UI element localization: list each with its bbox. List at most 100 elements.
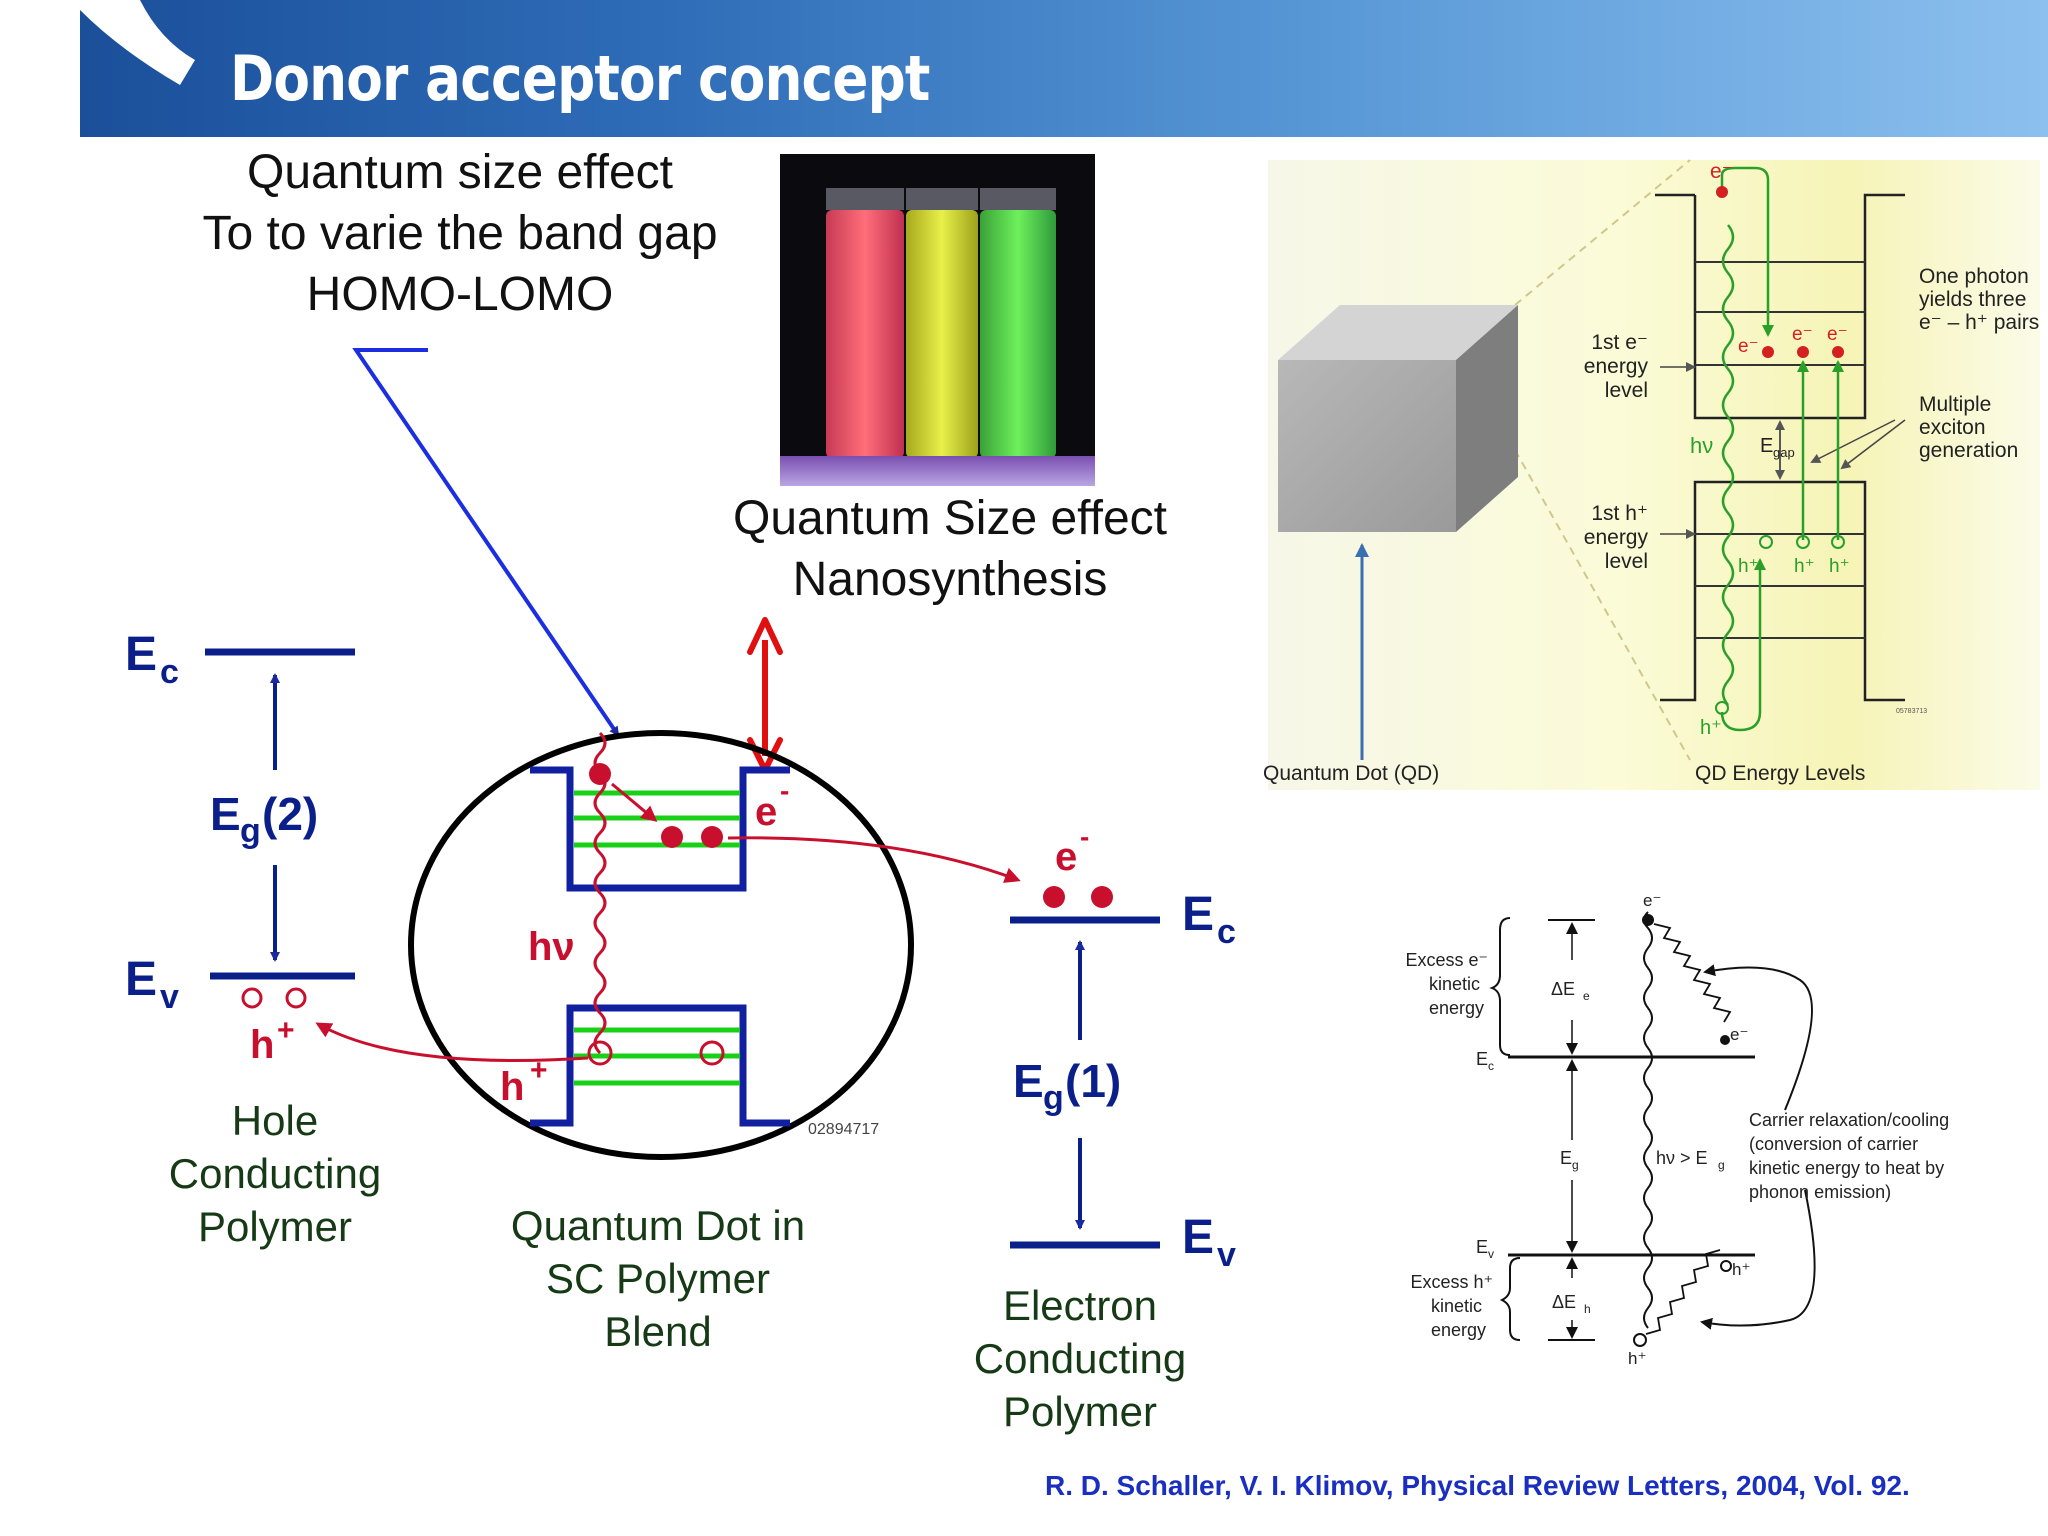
relax-hv-gt-sub: g [1718,1158,1725,1172]
delta-eh-sub: h [1584,1302,1591,1316]
electron-polymer-line2: Conducting [974,1335,1186,1382]
excess-h-line2: kinetic [1431,1296,1482,1316]
first-e-line1: 1st e⁻ [1591,331,1648,354]
qd-e1: e⁻ [1738,336,1759,357]
qd-code: 05783713 [1896,708,1927,715]
relax-ec: E [1476,1049,1488,1069]
ev-right: E [1182,1211,1214,1264]
mid-note-line1: Quantum Size effect [732,492,1167,545]
dot-code: 02894717 [808,1121,879,1138]
ev-left: E [125,953,157,1006]
eg2-suffix: (2) [262,788,318,840]
one-photon-line1: One photon [1919,265,2029,288]
top-note: Quantum size effect To to varie the band… [160,142,760,325]
mid-note-line2: Nanosynthesis [792,553,1108,606]
relax-h-side: h⁺ [1732,1260,1750,1279]
relax-text-line2: (conversion of carrier [1749,1134,1918,1154]
excess-h-line1: Excess h⁺ [1410,1272,1493,1292]
eg2-sub: g [240,812,261,850]
relax-ev: E [1476,1237,1488,1257]
first-e-line2: energy [1584,355,1649,378]
top-note-line2: To to varie the band gap [202,207,718,260]
eg2-label: E [210,788,241,840]
excess-e-line1: Excess e⁻ [1405,950,1488,970]
qd-hv: hν [1690,433,1713,458]
eg1-sub: g [1043,1079,1064,1117]
eg1-suffix: (1) [1065,1055,1121,1107]
excess-e-line2: kinetic [1429,974,1480,994]
relax-e-side: e⁻ [1730,1025,1748,1044]
relax-e-top: e⁻ [1643,891,1661,910]
header-swoosh [80,0,195,85]
qd-h3: h⁺ [1829,556,1850,577]
one-photon-line2: yields three [1919,288,2026,311]
delta-eh: ΔE [1552,1292,1576,1312]
qd-h2: h⁺ [1794,556,1815,577]
one-photon-line3: e⁻ – h⁺ pairs [1919,311,2039,334]
mult-exciton-line1: Multiple [1919,393,1991,416]
qd-diagram-labels: One photon yields three e⁻ – h⁺ pairs Mu… [1263,160,2039,785]
svg-text:-: - [780,775,789,806]
hole-polymer-line3: Polymer [198,1203,352,1250]
qd-egap-sub: gap [1773,445,1795,460]
dot-label-line1: Quantum Dot in [511,1202,805,1249]
relax-ec-sub: c [1488,1059,1494,1073]
qd-e2: e⁻ [1792,324,1813,345]
electron-polymer-line1: Electron [1003,1282,1157,1329]
dot-label-line3: Blend [604,1308,711,1355]
svg-text:-: - [1080,821,1089,852]
svg-text:+: + [530,1054,548,1087]
relax-text-line1: Carrier relaxation/cooling [1749,1110,1949,1130]
excess-e-line3: energy [1429,998,1484,1018]
qd-e3: e⁻ [1827,324,1848,345]
hole-polymer-line1: Hole [232,1097,318,1144]
qd-egap: E [1760,435,1773,457]
left-diagram-labels: E c E g (2) E v h + Hole Conducting Poly… [125,628,1236,1435]
mult-exciton-line2: exciton [1919,416,1986,439]
top-note-line1: Quantum size effect [247,146,673,199]
dot-h-plus: h [500,1065,524,1109]
qd-h1: h⁺ [1738,556,1759,577]
qd-e-top: e⁻ [1710,160,1733,183]
ec-right-sub: c [1217,913,1236,951]
dot-hv: hν [528,925,575,969]
first-e-line3: level [1605,379,1648,402]
delta-ee-sub: e [1583,989,1590,1003]
dot-e-minus: e [755,790,777,834]
qd-levels-caption: QD Energy Levels [1695,762,1865,785]
relax-text-line4: phonon emission) [1749,1182,1891,1202]
header-bar [80,0,2048,137]
mult-exciton-line3: generation [1919,439,2018,462]
h-plus-left: h [250,1023,274,1067]
ev-left-sub: v [160,978,179,1016]
eg1-label: E [1013,1055,1044,1107]
ec-right: E [1182,888,1214,941]
top-note-line3: HOMO-LOMO [306,268,614,321]
e-minus-right: e [1055,835,1077,879]
excess-h-line3: energy [1431,1320,1486,1340]
citation: R. D. Schaller, V. I. Klimov, Physical R… [1045,1470,1910,1501]
electron-polymer-line3: Polymer [1003,1388,1157,1435]
ec-left: E [125,628,157,681]
page-title: Donor acceptor concept [230,42,930,115]
ev-right-sub: v [1217,1236,1236,1274]
relax-hv-gt: hν > E [1656,1148,1708,1168]
mid-note: Quantum Size effect Nanosynthesis [700,488,1200,610]
first-h-line2: energy [1584,526,1649,549]
relax-ev-sub: v [1488,1247,1494,1261]
hole-polymer-line2: Conducting [169,1150,381,1197]
relax-text-line3: kinetic energy to heat by [1749,1158,1944,1178]
qd-caption: Quantum Dot (QD) [1263,762,1439,785]
svg-text:+: + [277,1014,295,1047]
delta-ee: ΔE [1551,979,1575,999]
ec-left-sub: c [160,653,179,691]
relax-eg: E [1560,1148,1572,1168]
first-h-line3: level [1605,550,1648,573]
relax-h-bottom: h⁺ [1628,1349,1646,1368]
qd-h-bottom: h⁺ [1700,717,1722,739]
dot-label-line2: SC Polymer [546,1255,770,1302]
first-h-line1: 1st h⁺ [1591,502,1648,525]
relax-eg-sub: g [1572,1158,1579,1172]
relax-diagram-labels: Excess e⁻ kinetic energy ΔE e E c E g hν… [1405,891,1949,1368]
